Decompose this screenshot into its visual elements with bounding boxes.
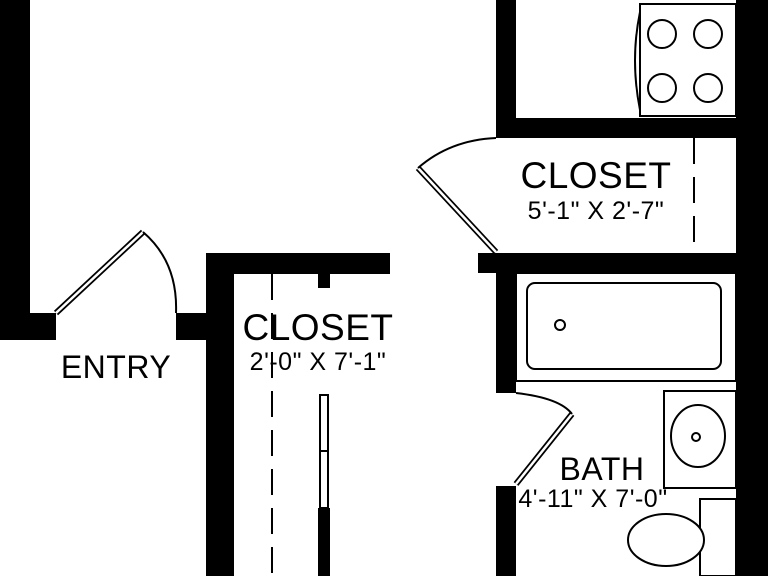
wall-kitchen-bottom [496, 118, 740, 138]
wall-hall-closet-top [206, 253, 390, 274]
wall-bath-left-upper [496, 253, 516, 393]
toilet [627, 498, 737, 576]
doors [53, 137, 575, 509]
bath-label: BATH [560, 451, 645, 487]
hall-closet-dimensions: 2'-0" X 7'-1" [250, 348, 387, 376]
wall-hall-closet-left [206, 253, 234, 576]
bathtub [515, 272, 737, 382]
stove [634, 3, 737, 117]
kitchen-closet-label: CLOSET [520, 155, 671, 196]
hall-closet-sliding-door [319, 394, 329, 509]
wall-hall-closet-right [318, 508, 330, 576]
entry-label: ENTRY [61, 349, 171, 385]
wall-bath-top [478, 253, 740, 273]
entry-door [53, 229, 178, 316]
wall-hall-closet-nub [318, 274, 330, 288]
bath-dimensions: 4'-11" X 7'-0" [518, 485, 667, 513]
wall-entry-right-stub [176, 313, 206, 340]
kitchen-closet-dimensions: 5'-1" X 2'-7" [528, 197, 665, 225]
wall-bath-left-lower [496, 486, 516, 576]
wall-right-exterior [736, 0, 768, 576]
wall-kitchen-left [496, 0, 516, 138]
hall-closet-label: CLOSET [242, 307, 393, 348]
kitchen-closet-door [415, 137, 499, 255]
bath-door [513, 392, 575, 486]
wall-entry-left-stub [0, 313, 56, 340]
bath-sink [663, 390, 737, 489]
dashed-lines [271, 138, 695, 576]
wall-left-exterior [0, 0, 30, 340]
